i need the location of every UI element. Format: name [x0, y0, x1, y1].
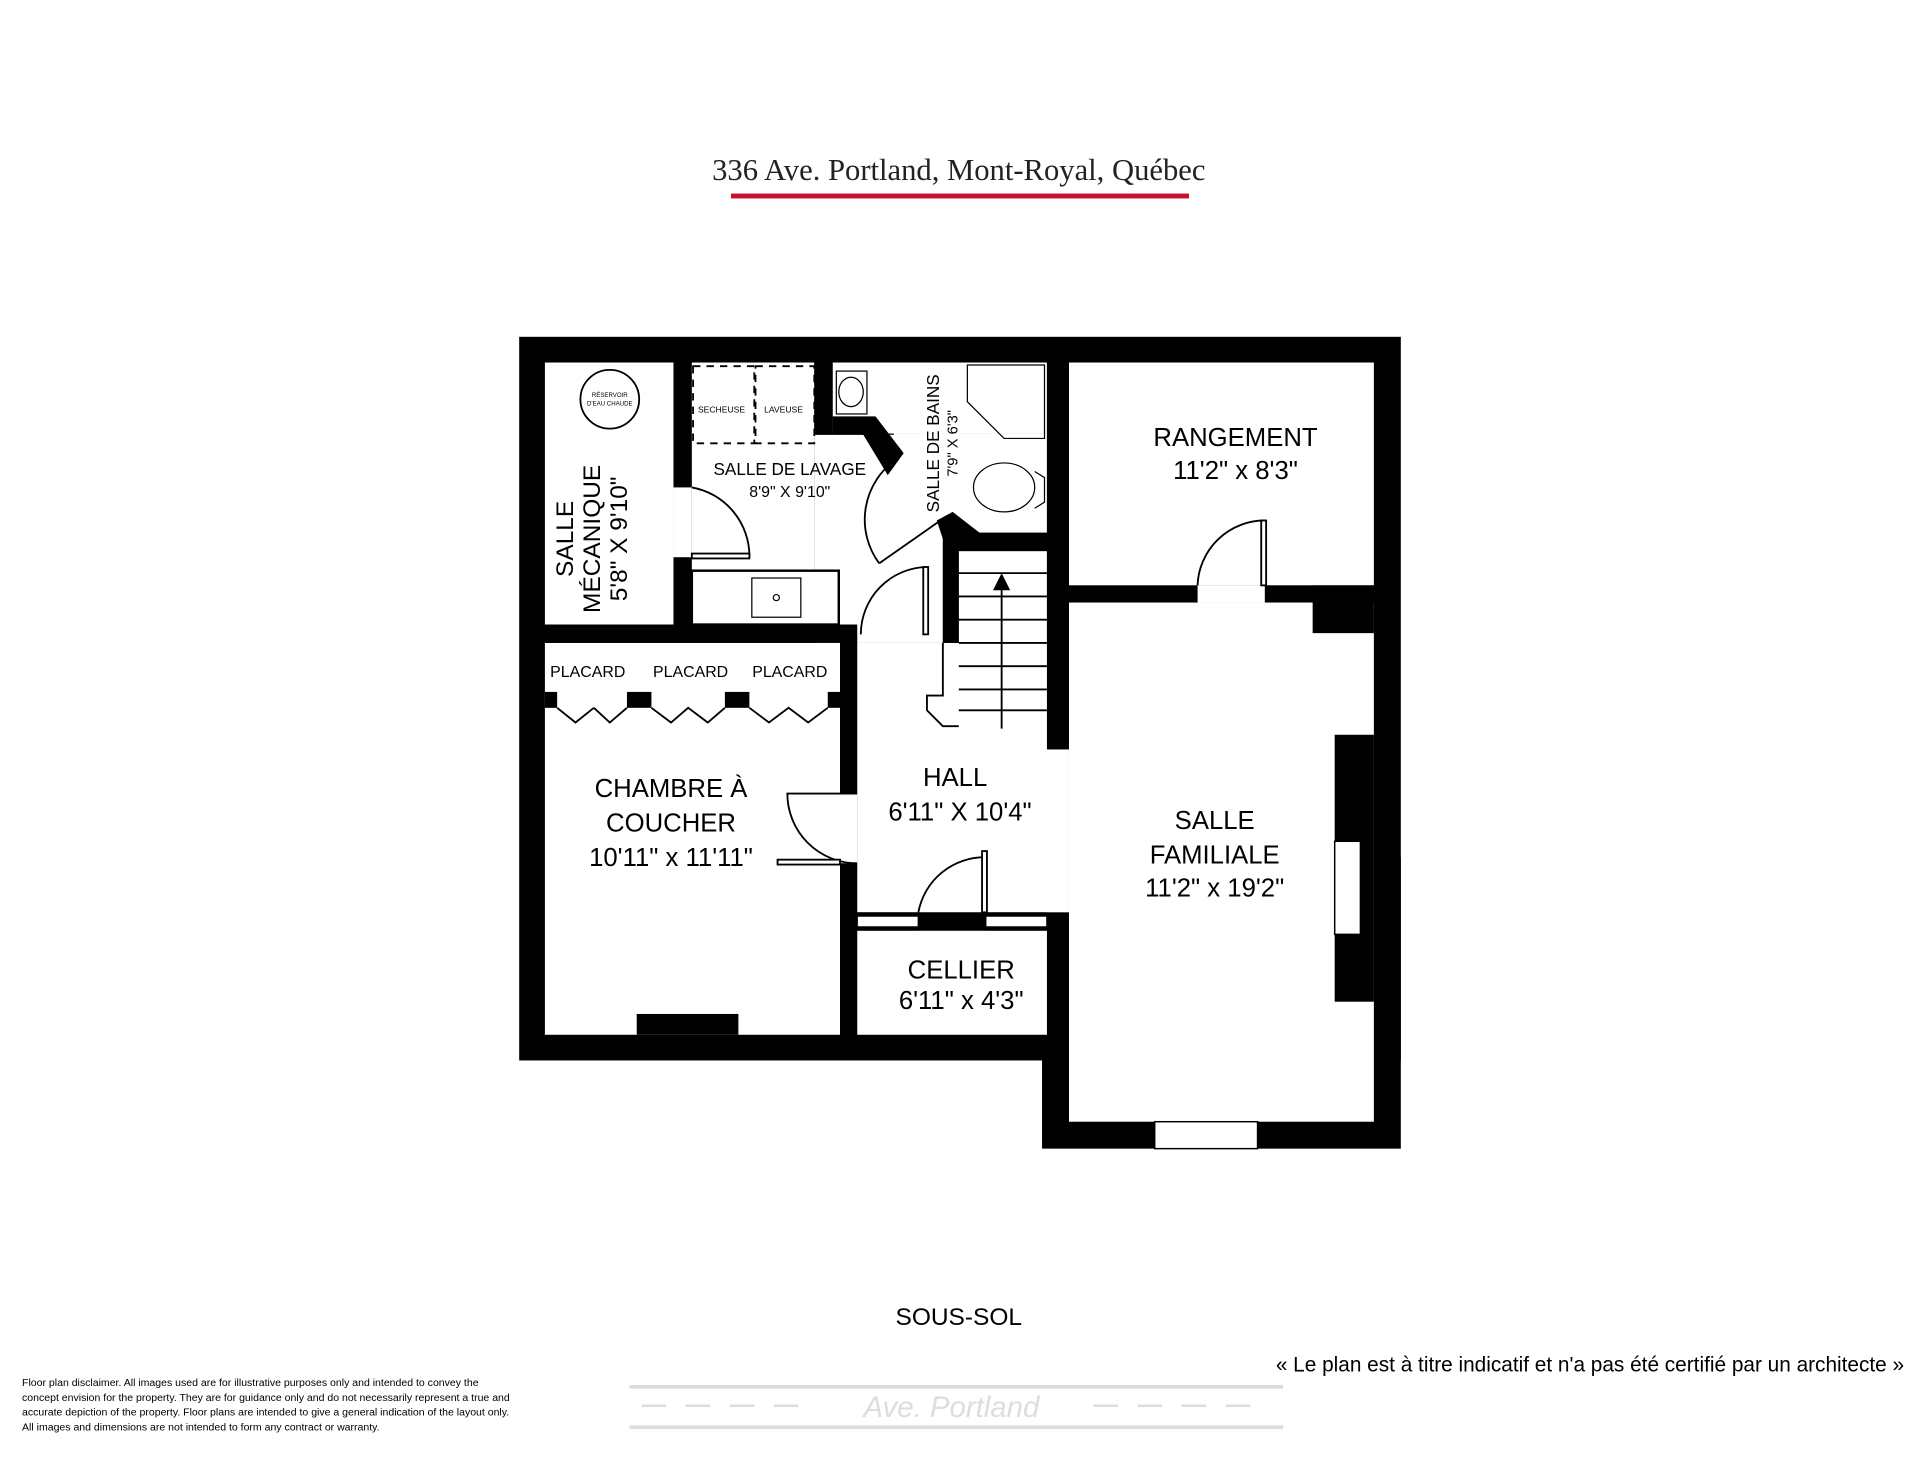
mecanique-label: SALLE [552, 501, 579, 577]
floor-plan [519, 336, 1401, 1150]
chambre-label: CHAMBRE À [595, 774, 749, 803]
water-heater [579, 368, 641, 430]
sink [751, 577, 802, 618]
lavage-label: SALLE DE LAVAGE [713, 459, 866, 479]
room-mecanique [544, 362, 674, 625]
page-title: 336 Ave. Portland, Mont-Royal, Québec [712, 153, 1205, 187]
cellier-dim: 6'11" x 4'3" [899, 987, 1024, 1015]
placard-label: PLACARD [550, 664, 625, 681]
room-familiale [1068, 602, 1374, 1122]
certification-note: « Le plan est à titre indicatif et n'a p… [1276, 1354, 1904, 1377]
rangement-dim: 11'2" x 8'3" [1173, 457, 1298, 485]
placard-label: PLACARD [653, 664, 728, 681]
hall-label: HALL [923, 764, 987, 792]
street-marker: Ave. Portland [629, 1384, 1284, 1430]
stair-arrow-icon [993, 573, 1011, 591]
familiale-dim: 11'2" x 19'2" [1145, 874, 1284, 902]
familiale-label: FAMILIALE [1150, 841, 1280, 869]
reservoir-label: RÉSERVOIR [592, 392, 628, 399]
shower [966, 364, 1046, 440]
mecanique-dim: 5'8" X 9'10" [606, 477, 633, 602]
disclaimer-line: concept envision for the property. They … [22, 1392, 510, 1404]
window [1333, 840, 1362, 936]
street-label: Ave. Portland [862, 1391, 1041, 1424]
chambre-label: COUCHER [606, 810, 736, 838]
laveuse-label: LAVEUSE [764, 405, 803, 415]
disclaimer-line: All images and dimensions are not intend… [22, 1421, 380, 1433]
chambre-dim: 10'11" x 11'11" [589, 844, 753, 872]
floor-label: SOUS-SOL [896, 1304, 1022, 1331]
placard-label: PLACARD [752, 664, 827, 681]
disclaimer: Floor plan disclaimer. All images used a… [22, 1377, 510, 1433]
room-rangement [1068, 362, 1374, 586]
cellier-label: CELLIER [908, 956, 1015, 984]
stair-treads [926, 572, 1047, 729]
window [1153, 1120, 1259, 1150]
lavage-dim: 8'9" X 9'10" [749, 484, 830, 501]
rangement-label: RANGEMENT [1153, 424, 1318, 452]
room-hall [857, 642, 1069, 913]
toilet [972, 462, 1036, 513]
bains-dim: 7'9" X 6'3" [946, 410, 962, 477]
hall-dim: 6'11" X 10'4" [888, 798, 1031, 826]
bains-label: SALLE DE BAINS [923, 374, 943, 512]
disclaimer-line: Floor plan disclaimer. All images used a… [22, 1377, 479, 1389]
room-chambre [544, 642, 840, 1035]
title-underline [731, 193, 1189, 199]
room-labels: RÉSERVOIR D'EAU CHAUDE SALLE MÉCANIQUE 5… [550, 374, 1318, 1015]
disclaimer-line: accurate depiction of the property. Floo… [22, 1407, 509, 1419]
familiale-label: SALLE [1175, 807, 1255, 835]
reservoir-label: D'EAU CHAUDE [587, 400, 633, 407]
mecanique-label: MÉCANIQUE [579, 465, 606, 613]
secheuse-label: SECHEUSE [698, 405, 745, 415]
room-cellier [857, 930, 1047, 1035]
